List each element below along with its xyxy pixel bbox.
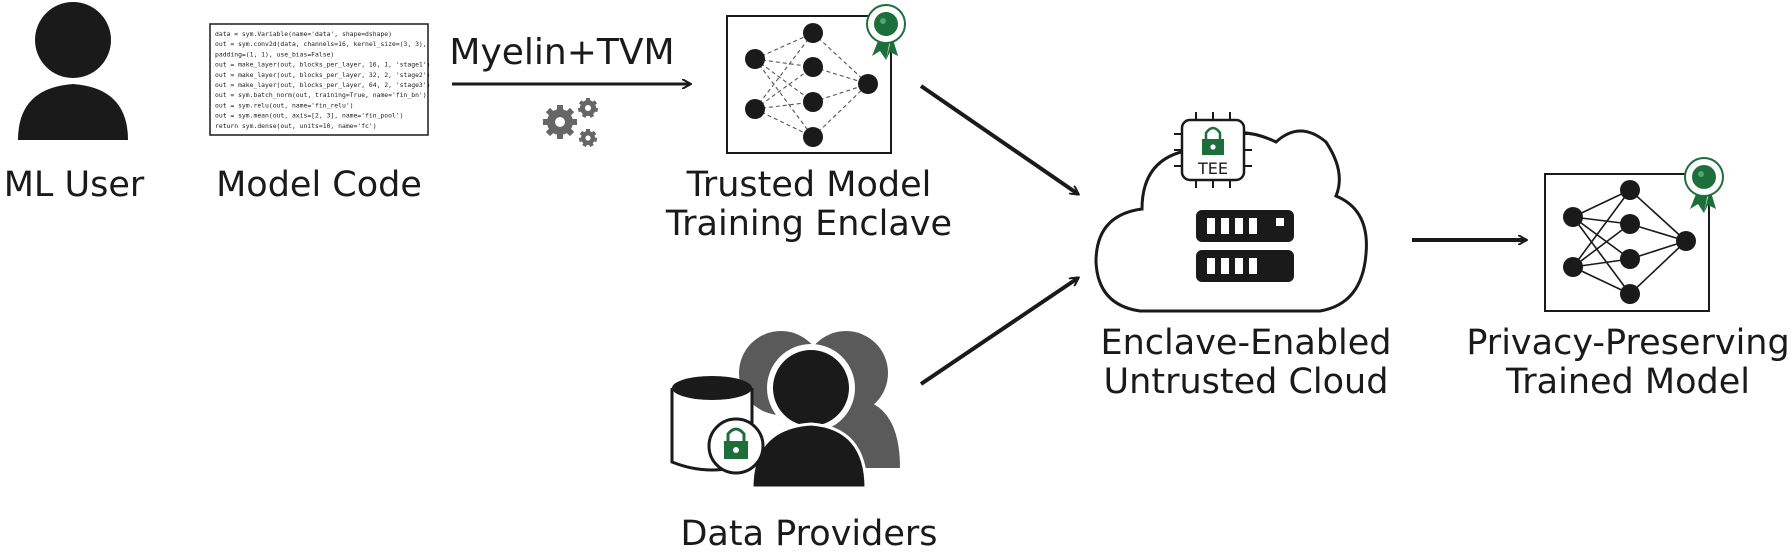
code-line: data = sym.Variable(name='data', shape=d… (215, 30, 392, 38)
network-node (858, 74, 878, 94)
network-node (1620, 180, 1640, 200)
verified-seal-icon (866, 4, 906, 60)
network-edge (1572, 216, 1631, 295)
code-line: out = sym.batch_norm(out, training=True,… (215, 91, 427, 99)
compiler-label: Myelin+TVM (449, 32, 674, 73)
code-line: padding=(1, 1), use_bias=False) (215, 50, 334, 58)
enclave-network-icon (726, 15, 892, 154)
network-node (745, 49, 765, 69)
network-edge (754, 32, 814, 110)
network-node (803, 92, 823, 112)
code-line: return sym.dense(out, units=10, name='fc… (215, 122, 377, 130)
cloud-label-line2: Untrusted Cloud (1104, 362, 1389, 402)
code-line: out = sym.mean(out, axis=[2, 3], name='f… (215, 112, 404, 120)
network-node (1676, 231, 1696, 251)
network-edge (1572, 223, 1631, 268)
network-node (1620, 214, 1640, 234)
network-edge (812, 83, 869, 138)
output-label-line1: Privacy-Preserving (1466, 323, 1789, 363)
network-node (1563, 207, 1583, 227)
network-node (803, 127, 823, 147)
network-edge (1629, 189, 1687, 242)
data-providers-label: Data Providers (680, 514, 937, 554)
network-edge (754, 58, 814, 103)
tee-label: TEE (1197, 159, 1228, 178)
code-line: out = sym.conv2d(data, channels=16, kern… (215, 40, 427, 48)
data-to-cloud-arrow (919, 278, 1078, 386)
network-edge (812, 32, 869, 85)
verified-seal-icon (1684, 157, 1724, 213)
network-edge (754, 58, 814, 138)
enclave-to-cloud-arrow (919, 84, 1078, 194)
network-edge (754, 108, 814, 138)
network-node (1620, 249, 1640, 269)
network-node (803, 23, 823, 43)
ml-user-label: ML User (4, 165, 145, 205)
trained-model-network-icon (1544, 173, 1710, 312)
model-code-snippet: data = sym.Variable(name='data', shape=d… (209, 23, 430, 136)
lock-icon (724, 427, 748, 459)
network-edge (1572, 189, 1631, 268)
network-node (803, 57, 823, 77)
cloud-label-line1: Enclave-Enabled (1100, 323, 1391, 363)
gears-icon (543, 98, 599, 147)
code-line: out = make_layer(out, blocks_per_layer, … (215, 81, 430, 89)
server-icon (1196, 210, 1294, 282)
trusted-enclave-label-line1: Trusted Model (686, 165, 932, 205)
trusted-enclave-label-line2: Training Enclave (665, 204, 952, 244)
network-node (1620, 284, 1640, 304)
code-line: out = make_layer(out, blocks_per_layer, … (215, 61, 430, 69)
output-label-line2: Trained Model (1505, 362, 1750, 402)
network-edge (1572, 266, 1631, 295)
ml-user-icon (18, 2, 128, 140)
code-line: out = make_layer(out, blocks_per_layer, … (215, 71, 430, 79)
network-edge (754, 32, 814, 60)
network-edge (1572, 216, 1631, 260)
model-code-label: Model Code (216, 165, 422, 205)
network-node (745, 99, 765, 119)
data-providers-icon (670, 331, 900, 490)
network-edge (1572, 189, 1631, 218)
code-line: out = sym.relu(out, name='fin_relu') (215, 101, 354, 109)
network-node (1563, 257, 1583, 277)
tee-chip-icon (1174, 112, 1252, 188)
network-edge (1629, 240, 1687, 295)
network-edge (754, 66, 814, 110)
